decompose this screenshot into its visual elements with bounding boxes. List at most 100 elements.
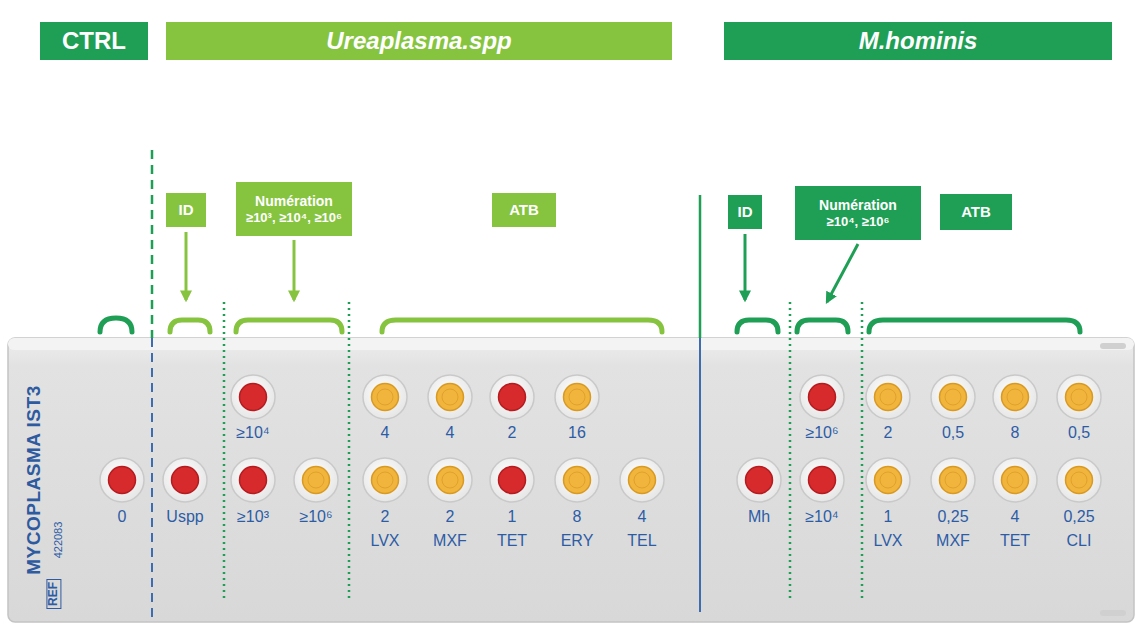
antibiotic-code: TET — [1000, 532, 1030, 550]
node-text: M.hominis — [859, 27, 978, 56]
well-orange — [428, 375, 472, 419]
well-label: 0 — [118, 508, 127, 526]
concentration: 2 — [884, 424, 893, 442]
section-divider — [151, 150, 154, 338]
concentration: 2 — [446, 508, 455, 526]
concentration: 0,25 — [1063, 508, 1094, 526]
concentration: 2 — [381, 508, 390, 526]
well-label: ≥10⁶ — [805, 424, 838, 442]
well-red — [800, 375, 844, 419]
dotted-divider — [861, 302, 864, 600]
ref-tag: REF — [46, 579, 61, 609]
well-red — [490, 458, 534, 502]
callout-box: ID — [728, 195, 762, 229]
dotted-divider — [348, 302, 351, 600]
node-text: ATB — [509, 201, 539, 219]
callout-box: Numération≥10⁴, ≥10⁶ — [795, 186, 921, 240]
bracket — [737, 320, 778, 332]
well-orange — [363, 458, 407, 502]
concentration: 1 — [884, 508, 893, 526]
node-text: Numération — [819, 197, 897, 214]
strip-rim — [8, 338, 1134, 350]
section-divider — [151, 338, 153, 622]
well-orange — [1057, 375, 1101, 419]
well-orange — [555, 375, 599, 419]
strip-notch — [1100, 343, 1126, 349]
pointer-arrow — [827, 244, 858, 302]
well-label: Uspp — [166, 508, 203, 526]
node-text: Ureaplasma.spp — [326, 27, 511, 56]
well-label: Mh — [748, 508, 770, 526]
antibiotic-code: CLI — [1067, 532, 1092, 550]
ref-number: 422083 — [52, 522, 64, 559]
well-orange — [993, 458, 1037, 502]
well-orange — [555, 458, 599, 502]
well-label: ≥10³ — [237, 508, 269, 526]
well-label: ≥10⁴ — [236, 424, 269, 442]
concentration: 2 — [508, 424, 517, 442]
node-text: ID — [179, 201, 194, 219]
node-text: CTRL — [62, 27, 126, 56]
concentration: 4 — [1011, 508, 1020, 526]
well-orange — [620, 458, 664, 502]
concentration: 8 — [573, 508, 582, 526]
strip-body — [8, 338, 1134, 622]
bracket — [797, 320, 848, 332]
node-text: ≥10³, ≥10⁴, ≥10⁶ — [246, 210, 342, 226]
concentration: 4 — [638, 508, 647, 526]
well-red — [231, 375, 275, 419]
node-text: ID — [738, 203, 753, 221]
antibiotic-code: MXF — [433, 532, 467, 550]
well-red — [231, 458, 275, 502]
header-band: CTRL — [40, 22, 148, 60]
strip-name: MYCOPLASMA IST3 — [24, 385, 45, 574]
node-text: ≥10⁴, ≥10⁶ — [827, 214, 890, 230]
header-band: M.hominis — [724, 22, 1112, 60]
bracket — [382, 320, 662, 332]
header-band: Ureaplasma.spp — [166, 22, 672, 60]
section-divider — [699, 195, 702, 338]
callout-box: Numération≥10³, ≥10⁴, ≥10⁶ — [236, 182, 352, 236]
strip-notch — [1100, 610, 1126, 616]
concentration: 0,25 — [937, 508, 968, 526]
well-red — [100, 458, 144, 502]
well-orange — [931, 375, 975, 419]
node-text: Numération — [255, 193, 333, 210]
well-orange — [363, 375, 407, 419]
bracket — [236, 320, 342, 332]
well-label: ≥10⁴ — [805, 508, 838, 526]
antibiotic-code: LVX — [873, 532, 902, 550]
well-red — [490, 375, 534, 419]
node-text: ATB — [961, 203, 991, 221]
concentration: 0,5 — [1068, 424, 1090, 442]
callout-box: ATB — [492, 193, 556, 227]
concentration: 1 — [508, 508, 517, 526]
concentration: 8 — [1011, 424, 1020, 442]
well-orange — [866, 375, 910, 419]
well-red — [163, 458, 207, 502]
well-red — [737, 458, 781, 502]
bracket — [869, 320, 1080, 332]
concentration: 4 — [446, 424, 455, 442]
antibiotic-code: TEL — [627, 532, 656, 550]
callout-box: ID — [166, 193, 206, 227]
well-orange — [428, 458, 472, 502]
bracket — [100, 318, 132, 332]
concentration: 0,5 — [942, 424, 964, 442]
section-divider — [699, 338, 701, 612]
well-orange — [866, 458, 910, 502]
callout-box: ATB — [940, 194, 1012, 230]
dotted-divider — [223, 302, 226, 600]
concentration: 16 — [568, 424, 586, 442]
pointer-arrow — [293, 240, 296, 300]
bracket — [170, 320, 210, 332]
concentration: 4 — [381, 424, 390, 442]
antibiotic-code: MXF — [936, 532, 970, 550]
well-orange — [294, 458, 338, 502]
dotted-divider — [789, 302, 792, 600]
pointer-arrow — [744, 234, 747, 300]
well-orange — [993, 375, 1037, 419]
well-label: ≥10⁶ — [299, 508, 332, 526]
pointer-arrow — [185, 232, 188, 300]
